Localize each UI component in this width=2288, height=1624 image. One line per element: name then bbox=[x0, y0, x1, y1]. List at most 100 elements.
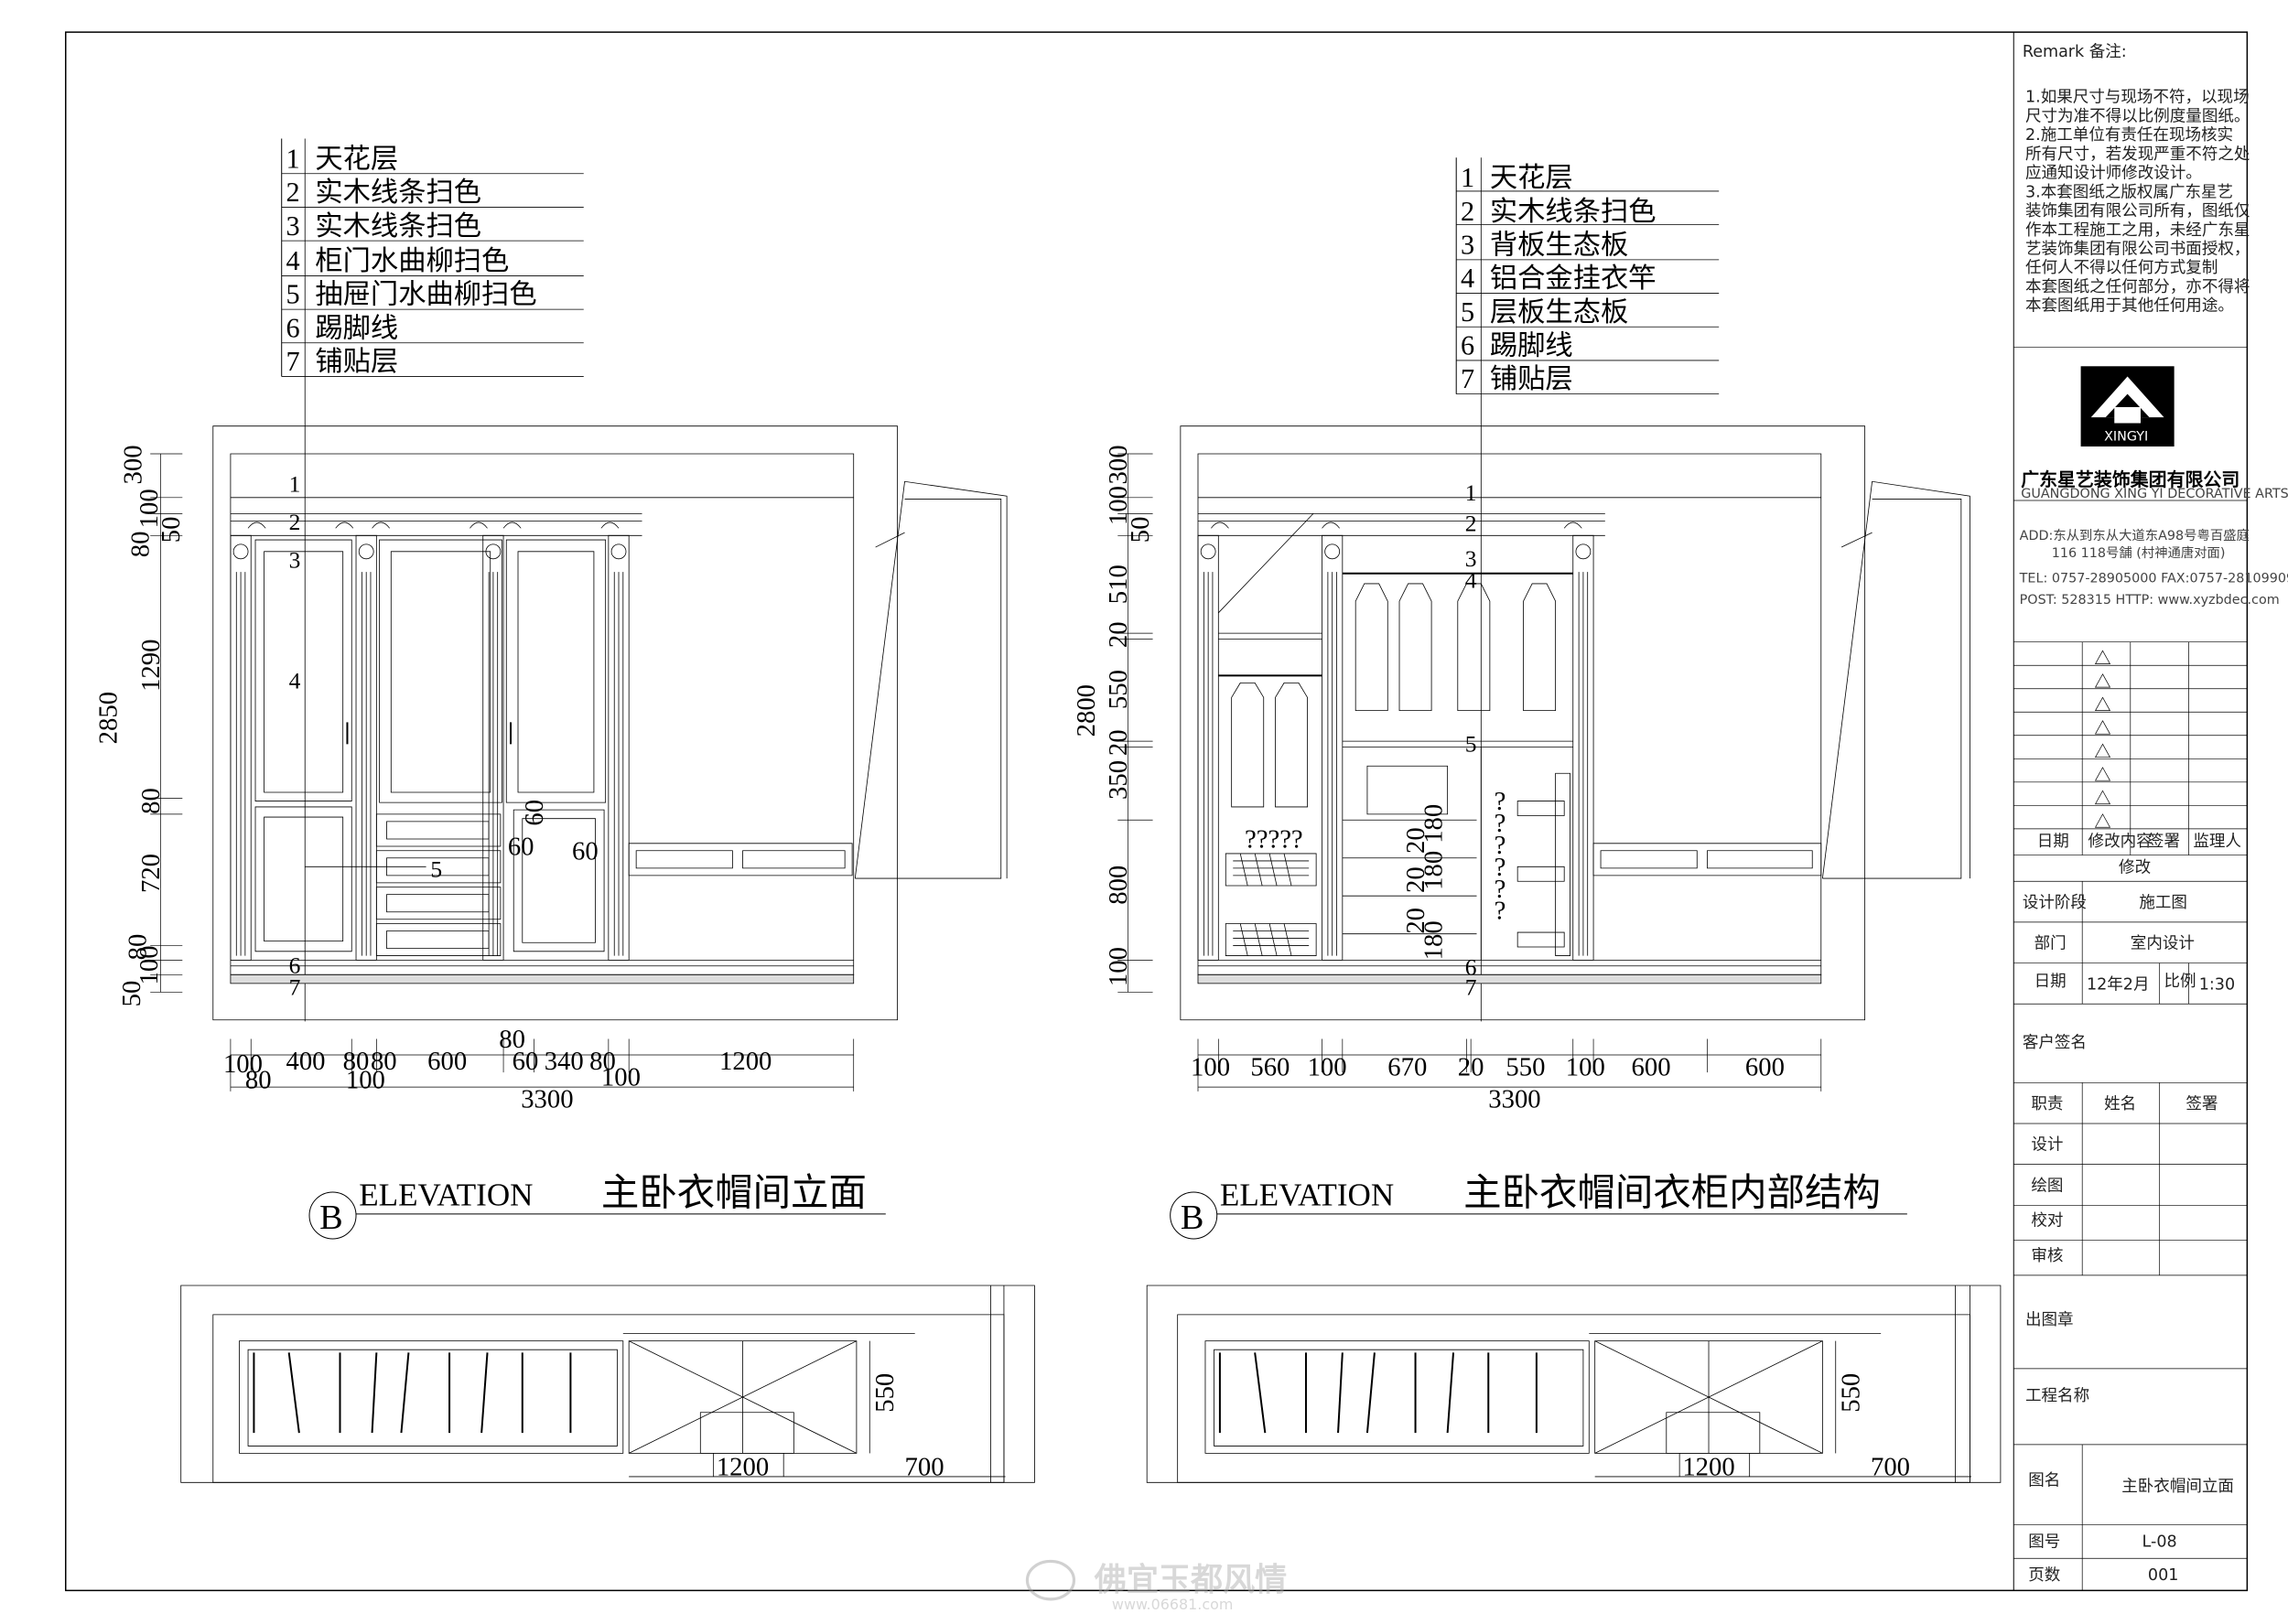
left-total-height: 2850 bbox=[94, 692, 124, 744]
left-hdim-80a: 80 bbox=[343, 1047, 370, 1076]
page-value: 001 bbox=[2148, 1566, 2178, 1585]
left-vdim-80c: 80 bbox=[123, 934, 152, 961]
right-vertical-dimension-line bbox=[1117, 454, 1152, 992]
left-vdim-50b: 50 bbox=[117, 981, 146, 1007]
right-vdim-100b: 100 bbox=[1104, 947, 1133, 986]
remark-line-6: 3.本套图纸之版权属广东星艺 bbox=[2025, 183, 2233, 201]
left-legend-text-7: 铺贴层 bbox=[315, 346, 398, 377]
right-plan-dim-700: 700 bbox=[1871, 1452, 1910, 1481]
left-elevation-title: B ELEVATION 主卧衣帽间立面 bbox=[309, 1171, 886, 1239]
right-elevation-drawing bbox=[1181, 426, 1970, 1020]
left-marker-3: 3 bbox=[289, 546, 301, 573]
right-hdim-100c: 100 bbox=[1566, 1052, 1605, 1081]
scale-value: 1:30 bbox=[2199, 975, 2235, 994]
left-vertical-dims: 300 100 50 80 1290 80 720 80 100 50 2850 bbox=[94, 445, 187, 1006]
right-hdim-600b: 600 bbox=[1745, 1052, 1785, 1081]
left-vdim-1290: 1290 bbox=[136, 640, 166, 692]
left-vdim-300: 300 bbox=[119, 445, 148, 484]
left-hdim-80e: 80 bbox=[245, 1066, 272, 1095]
revision-col-date: 日期 bbox=[2037, 833, 2069, 851]
right-vdim-510: 510 bbox=[1104, 565, 1133, 604]
remark-line-3: 2.施工单位有责任在现场核实 bbox=[2025, 126, 2233, 145]
client-sign-label: 客户签名 bbox=[2023, 1034, 2087, 1052]
date-label: 日期 bbox=[2034, 973, 2067, 991]
left-vdim-80b: 80 bbox=[136, 788, 166, 814]
right-title-elevation: ELEVATION bbox=[1220, 1177, 1394, 1212]
right-vdim-20b: 20 bbox=[1104, 729, 1133, 756]
left-hdim-400: 400 bbox=[286, 1047, 326, 1076]
left-hdim-60: 60 bbox=[513, 1047, 539, 1076]
left-door-dim-1: 60 bbox=[508, 833, 534, 862]
right-horizontal-dims: 100 560 100 670 20 550 100 600 600 3300 bbox=[1191, 1052, 1785, 1113]
left-legend-num-7: 7 bbox=[286, 346, 300, 377]
left-hdim-80b: 80 bbox=[371, 1047, 397, 1076]
right-shelf-dim-2: 180 bbox=[1419, 804, 1448, 844]
left-legend-text-1: 天花层 bbox=[315, 143, 398, 174]
right-shelf-dim-1: 20 bbox=[1401, 827, 1430, 854]
right-shoe-mark-4: ? bbox=[1495, 853, 1506, 882]
name-col: 姓名 bbox=[2104, 1095, 2136, 1113]
left-elevation-markers: 1 2 3 4 5 6 7 60 60 60 bbox=[289, 470, 599, 1000]
right-vdim-550: 550 bbox=[1104, 670, 1133, 709]
right-hdim-20: 20 bbox=[1458, 1052, 1484, 1081]
right-legend-num-3: 3 bbox=[1461, 229, 1474, 260]
right-hdim-670: 670 bbox=[1387, 1052, 1427, 1081]
role-col: 职责 bbox=[2031, 1095, 2063, 1113]
revision-caption: 修改 bbox=[2119, 859, 2151, 877]
dept-value: 室内设计 bbox=[2131, 935, 2195, 953]
right-legend-text-5: 层板生态板 bbox=[1490, 296, 1628, 328]
left-hdim-80c: 80 bbox=[499, 1025, 525, 1054]
right-title-name: 主卧衣帽间衣柜内部结构 bbox=[1463, 1171, 1881, 1213]
right-vdim-50: 50 bbox=[1126, 517, 1155, 543]
right-legend-text-1: 天花层 bbox=[1490, 162, 1573, 193]
right-vdim-100: 100 bbox=[1104, 486, 1133, 525]
left-marker-7: 7 bbox=[289, 974, 301, 1001]
revision-col-content: 修改内容 bbox=[2088, 833, 2153, 851]
right-hdim-100b: 100 bbox=[1308, 1052, 1347, 1081]
tel-line: TEL: 0757-28905000 FAX:0757-28109909 bbox=[2019, 571, 2288, 586]
design-label: 设计 bbox=[2031, 1136, 2063, 1155]
left-vdim-50: 50 bbox=[156, 517, 186, 543]
right-vdim-350: 350 bbox=[1104, 760, 1133, 800]
right-legend-num-6: 6 bbox=[1461, 330, 1474, 361]
left-vdim-80a: 80 bbox=[126, 532, 156, 558]
watermark: 佛宜玉都风情 www.06681.com bbox=[1025, 1559, 1287, 1613]
remark-line-10: 任何人不得以任何方式复制 bbox=[2025, 259, 2218, 277]
left-legend-num-5: 5 bbox=[286, 279, 300, 310]
left-vdim-100b: 100 bbox=[135, 945, 164, 984]
review-label: 审核 bbox=[2031, 1247, 2063, 1265]
left-marker-1: 1 bbox=[289, 470, 301, 497]
remark-line-1: 1.如果尺寸与现场不符，以现场 bbox=[2025, 89, 2250, 107]
remark-line-11: 本套图纸之任何部分，亦不得将 bbox=[2025, 278, 2250, 296]
right-shoe-mark-1: ? bbox=[1495, 787, 1506, 816]
company-name: 广东星艺装饰集团有限公司 bbox=[2021, 468, 2239, 490]
left-horizontal-dims: 100 400 80 80 600 80 60 340 80 1200 80 1… bbox=[223, 1025, 772, 1113]
left-legend bbox=[282, 139, 584, 1022]
right-total-width: 3300 bbox=[1488, 1084, 1540, 1113]
left-marker-5: 5 bbox=[430, 855, 442, 882]
right-vertical-dims: 300 100 50 510 20 550 20 350 800 100 280… bbox=[1072, 445, 1155, 986]
left-legend-text-3: 实木线条扫色 bbox=[315, 210, 481, 242]
left-vertical-dimension-line bbox=[150, 454, 182, 992]
right-shoe-mark-3: ? bbox=[1495, 831, 1506, 860]
remark-title: Remark 备注: bbox=[2023, 43, 2127, 61]
right-hdim-550: 550 bbox=[1506, 1052, 1545, 1081]
logo-text: XINGYI bbox=[2104, 430, 2148, 445]
right-plan-depth: 550 bbox=[1836, 1373, 1865, 1413]
drawing-name-value: 主卧衣帽间立面 bbox=[2121, 1478, 2234, 1496]
project-label: 工程名称 bbox=[2025, 1387, 2089, 1405]
left-plan-dims: 550 1200 700 bbox=[717, 1373, 944, 1482]
right-legend-num-4: 4 bbox=[1461, 263, 1474, 294]
company-info: 广东星艺装饰集团有限公司 GUANGDONG XING YI DECORATIV… bbox=[2019, 468, 2288, 608]
title-block-rows: 设计阶段 施工图 部门 室内设计 日期 12年2月 比例 1:30 客户签名 职… bbox=[2023, 894, 2235, 1585]
stage-label: 设计阶段 bbox=[2023, 894, 2087, 912]
right-marker-6: 6 bbox=[1465, 953, 1477, 980]
right-hdim-100a: 100 bbox=[1191, 1052, 1230, 1081]
watermark-text: 佛宜玉都风情 bbox=[1094, 1561, 1287, 1598]
right-shoe-mark-6: ? bbox=[1495, 897, 1506, 926]
revision-col-supervisor: 监理人 bbox=[2193, 833, 2241, 851]
left-hdim-80d: 80 bbox=[589, 1047, 616, 1076]
remark-line-12: 本套图纸用于其他任何用途。 bbox=[2025, 297, 2234, 316]
right-shelf-dim-4: 180 bbox=[1419, 851, 1448, 890]
right-legend-text-6: 踢脚线 bbox=[1490, 330, 1573, 361]
